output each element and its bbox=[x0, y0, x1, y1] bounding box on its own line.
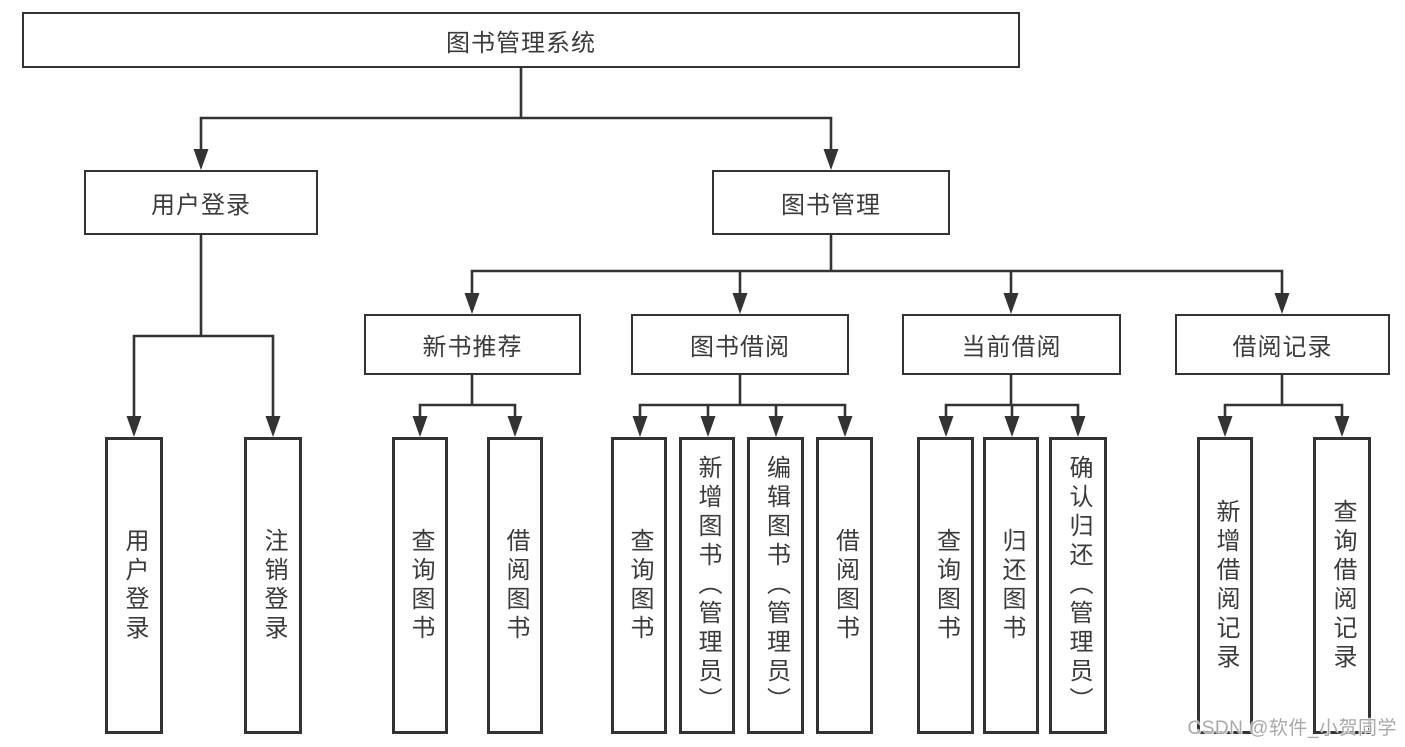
leaf-label: 用户登录 bbox=[121, 527, 148, 644]
arrowhead bbox=[412, 416, 428, 437]
node-borrow-records: 借阅记录 bbox=[1175, 314, 1390, 375]
watermark-text: CSDN @软件_小贺同学 bbox=[1187, 718, 1397, 739]
leaf-label: 编辑图书（管理员） bbox=[762, 455, 790, 716]
leaf-borrow-books-borrowing: 借阅图书 bbox=[816, 437, 873, 734]
leaf-user-login: 用户登录 bbox=[105, 437, 163, 734]
node-root: 图书管理系统 bbox=[22, 12, 1020, 68]
arrowhead bbox=[464, 293, 480, 314]
node-book-borrowing: 图书借阅 bbox=[631, 314, 849, 375]
node-label: 当前借阅 bbox=[961, 334, 1062, 361]
leaf-confirm-return-admin: 确认归还（管理员） bbox=[1049, 437, 1107, 734]
leaf-add-books-admin: 新增图书（管理员） bbox=[679, 437, 735, 734]
node-label: 借阅记录 bbox=[1232, 334, 1333, 361]
leaf-query-books-borrowing: 查询图书 bbox=[611, 437, 667, 734]
leaf-label: 注销登录 bbox=[260, 527, 287, 644]
arrowhead bbox=[193, 149, 209, 170]
leaf-edit-books-admin: 编辑图书（管理员） bbox=[747, 437, 804, 734]
node-book-management: 图书管理 bbox=[712, 170, 950, 235]
arrowhead bbox=[1217, 416, 1233, 437]
leaf-label: 查询图书 bbox=[626, 527, 653, 644]
node-label: 新书推荐 bbox=[422, 334, 523, 361]
node-label: 图书借阅 bbox=[690, 334, 790, 361]
arrowhead bbox=[1274, 293, 1290, 314]
arrowhead bbox=[1070, 416, 1086, 437]
arrowhead bbox=[837, 416, 853, 437]
node-current-borrowing: 当前借阅 bbox=[902, 314, 1121, 375]
leaf-label: 归还图书 bbox=[998, 527, 1025, 644]
leaf-label: 确认归还（管理员） bbox=[1065, 455, 1092, 716]
leaf-add-borrow-record: 新增借阅记录 bbox=[1197, 437, 1253, 734]
leaf-label: 查询图书 bbox=[932, 527, 960, 644]
arrowhead bbox=[732, 293, 748, 314]
arrowhead bbox=[632, 416, 648, 437]
node-new-book-recommend: 新书推荐 bbox=[364, 314, 581, 375]
node-root-label: 图书管理系统 bbox=[446, 29, 596, 57]
leaf-query-borrow-record: 查询借阅记录 bbox=[1313, 437, 1371, 734]
arrowhead bbox=[823, 149, 839, 170]
node-label: 用户登录 bbox=[151, 192, 251, 219]
leaf-label: 借阅图书 bbox=[502, 527, 529, 644]
leaf-label: 查询借阅记录 bbox=[1329, 498, 1356, 673]
leaf-label: 新增借阅记录 bbox=[1212, 498, 1239, 673]
arrowhead bbox=[265, 416, 281, 437]
arrowhead bbox=[1003, 293, 1019, 314]
leaf-label: 新增图书（管理员） bbox=[694, 455, 721, 716]
leaf-query-books-current: 查询图书 bbox=[917, 437, 974, 734]
leaf-label: 借阅图书 bbox=[831, 527, 859, 644]
arrowhead bbox=[1334, 416, 1350, 437]
leaf-label: 查询图书 bbox=[407, 527, 434, 644]
arrowhead bbox=[700, 416, 716, 437]
arrowhead bbox=[507, 416, 523, 437]
leaf-borrow-books-recommend: 借阅图书 bbox=[487, 437, 543, 734]
leaf-return-books: 归还图书 bbox=[983, 437, 1039, 734]
node-label: 图书管理 bbox=[781, 192, 881, 219]
node-user-login-group: 用户登录 bbox=[84, 170, 318, 235]
tree-wires bbox=[132, 66, 1344, 420]
arrowhead bbox=[1004, 416, 1020, 437]
arrowhead bbox=[126, 416, 142, 437]
leaf-query-books-recommend: 查询图书 bbox=[392, 437, 448, 734]
arrowhead bbox=[938, 416, 954, 437]
leaf-logout-login: 注销登录 bbox=[244, 437, 302, 734]
arrowhead bbox=[768, 416, 784, 437]
